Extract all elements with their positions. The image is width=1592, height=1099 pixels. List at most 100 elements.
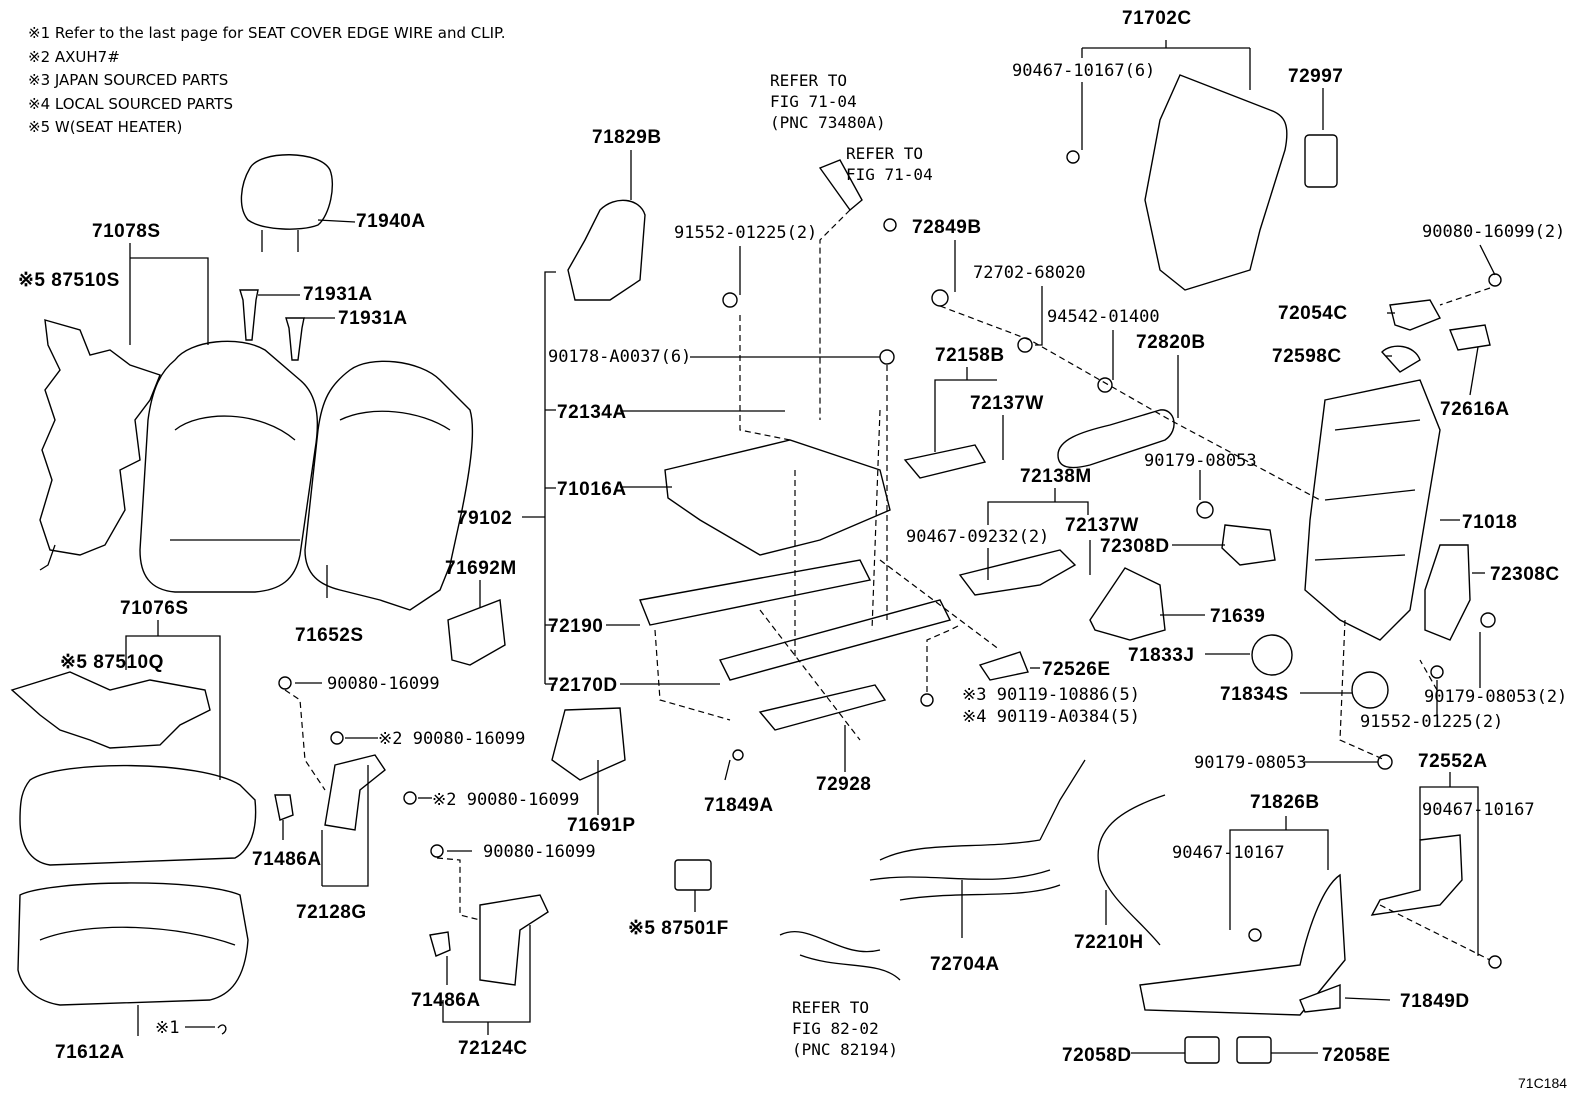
label-72308C[interactable]: 72308C xyxy=(1490,564,1560,585)
label-71931A-1[interactable]: 71931A xyxy=(303,284,373,305)
label-90080-16099-d[interactable]: 90080-16099 xyxy=(483,842,596,862)
bolt-90119 xyxy=(920,693,934,707)
cable-72210H xyxy=(1097,794,1166,946)
label-72170D[interactable]: 72170D xyxy=(548,675,618,696)
label-71931A-2[interactable]: 71931A xyxy=(338,308,408,329)
label-71834S[interactable]: 71834S xyxy=(1220,684,1289,705)
label-72210H[interactable]: 72210H xyxy=(1074,932,1144,953)
label-91552-01225-2b[interactable]: 91552-01225(2) xyxy=(1360,712,1503,732)
label-71826B[interactable]: 71826B xyxy=(1250,792,1320,813)
label-90080-16099-a[interactable]: 90080-16099 xyxy=(327,674,440,694)
label-90467-10167-6[interactable]: 90467-10167(6) xyxy=(1012,61,1155,81)
bolt-90080-c xyxy=(403,791,417,805)
label-71940A[interactable]: 71940A xyxy=(356,211,426,232)
label-71691P[interactable]: 71691P xyxy=(567,815,636,836)
cover-71486A-2 xyxy=(429,931,451,957)
seat-adjuster-frame xyxy=(664,439,891,556)
label-72616A[interactable]: 72616A xyxy=(1440,399,1510,420)
note-3: ※3 JAPAN SOURCED PARTS xyxy=(28,71,229,89)
label-72124C[interactable]: 72124C xyxy=(458,1038,528,1059)
label-72997[interactable]: 72997 xyxy=(1288,66,1343,87)
ref3-line1: REFER TO xyxy=(792,998,869,1017)
bolt-72849B xyxy=(931,289,949,307)
label-72137W-1[interactable]: 72137W xyxy=(970,393,1044,414)
bracket-72158B xyxy=(903,444,987,479)
headrest-guide-1 xyxy=(239,289,259,341)
figure-id: 71C184 xyxy=(1518,1075,1567,1091)
label-71016A[interactable]: 71016A xyxy=(557,479,627,500)
wire-harness-82194 xyxy=(779,930,901,981)
label-72058E[interactable]: 72058E xyxy=(1322,1045,1391,1066)
label-90080-16099-c[interactable]: ※2 90080-16099 xyxy=(432,790,579,810)
label-72137W-2[interactable]: 72137W xyxy=(1065,515,1139,536)
label-71486A-2[interactable]: 71486A xyxy=(411,990,481,1011)
label-94542-01400[interactable]: 94542-01400 xyxy=(1047,307,1160,327)
label-71639[interactable]: 71639 xyxy=(1210,606,1265,627)
label-72702-68020[interactable]: 72702-68020 xyxy=(973,263,1086,283)
label-90179-08053-a[interactable]: 90179-08053 xyxy=(1144,451,1257,471)
nut-90178 xyxy=(879,349,895,365)
recliner-cover-71833J xyxy=(1251,634,1293,676)
label-72849B[interactable]: 72849B xyxy=(912,217,982,238)
label-71612A[interactable]: 71612A xyxy=(55,1042,125,1063)
cover-72124C xyxy=(479,894,549,986)
label-71849D[interactable]: 71849D xyxy=(1400,991,1470,1012)
label-90080-16099-b[interactable]: ※2 90080-16099 xyxy=(378,729,525,749)
label-72190[interactable]: 72190 xyxy=(548,616,603,637)
label-72552A[interactable]: 72552A xyxy=(1418,751,1488,772)
label-90080-16099-2[interactable]: 90080-16099(2) xyxy=(1422,222,1565,242)
label-87501F[interactable]: ※5 87501F xyxy=(628,918,729,939)
label-90179-08053-2[interactable]: 90179-08053(2) xyxy=(1424,687,1567,707)
label-91552-01225-2a[interactable]: 91552-01225(2) xyxy=(674,223,817,243)
bracket-72552A xyxy=(1370,834,1463,916)
bolt-90080-d xyxy=(430,844,444,858)
label-72598C[interactable]: 72598C xyxy=(1272,346,1342,367)
label-72138M[interactable]: 72138M xyxy=(1020,466,1092,487)
label-79102[interactable]: 79102 xyxy=(457,508,512,529)
label-72158B[interactable]: 72158B xyxy=(935,345,1005,366)
label-71702C[interactable]: 71702C xyxy=(1122,8,1192,29)
label-71652S[interactable]: 71652S xyxy=(295,625,364,646)
headrest-guide-2 xyxy=(285,317,305,361)
ref1-line3: (PNC 73480A) xyxy=(770,113,886,132)
bracket-72308D xyxy=(1221,524,1276,566)
label-72134A[interactable]: 72134A xyxy=(557,402,627,423)
label-71018[interactable]: 71018 xyxy=(1462,512,1517,533)
label-87510S[interactable]: ※5 87510S xyxy=(18,270,120,291)
cover-71486A-1 xyxy=(274,794,294,821)
label-90119-A0384[interactable]: ※4 90119-A0384(5) xyxy=(962,707,1140,727)
label-72054C[interactable]: 72054C xyxy=(1278,303,1348,324)
bolt-73480A xyxy=(883,218,897,232)
label-90179-08053-b[interactable]: 90179-08053 xyxy=(1194,753,1307,773)
label-72928[interactable]: 72928 xyxy=(816,774,871,795)
cover-72138M xyxy=(958,549,1077,596)
label-71829B[interactable]: 71829B xyxy=(592,127,662,148)
label-90467-10167-a[interactable]: 90467-10167 xyxy=(1172,843,1285,863)
label-71076S[interactable]: 71076S xyxy=(120,598,189,619)
recliner-72308C xyxy=(1424,544,1471,641)
label-72526E[interactable]: 72526E xyxy=(1042,659,1111,680)
label-72704A[interactable]: 72704A xyxy=(930,954,1000,975)
label-87510Q[interactable]: ※5 87510Q xyxy=(60,652,164,673)
label-71078S[interactable]: 71078S xyxy=(92,221,161,242)
label-90119-10886[interactable]: ※3 90119-10886(5) xyxy=(962,685,1140,705)
label-90467-10167-b[interactable]: 90467-10167 xyxy=(1422,800,1535,820)
label-72308D[interactable]: 72308D xyxy=(1100,536,1170,557)
clip-71849A xyxy=(732,749,744,761)
seat-heater-pad xyxy=(10,671,211,749)
label-90467-09232[interactable]: 90467-09232(2) xyxy=(906,527,1049,547)
seat-cushion-pad xyxy=(17,882,249,1006)
label-71692M[interactable]: 71692M xyxy=(445,558,517,579)
label-71833J[interactable]: 71833J xyxy=(1128,645,1194,666)
label-72058D[interactable]: 72058D xyxy=(1062,1045,1132,1066)
recliner-cover-71834S xyxy=(1351,671,1389,709)
bolt-91552-a xyxy=(722,292,738,308)
cover-72616A xyxy=(1449,324,1491,351)
label-71849A[interactable]: 71849A xyxy=(704,795,774,816)
label-72128G[interactable]: 72128G xyxy=(296,902,367,923)
label-71486A-1[interactable]: 71486A xyxy=(252,849,322,870)
label-90178-A0037[interactable]: 90178-A0037(6) xyxy=(548,347,691,367)
label-72820B[interactable]: 72820B xyxy=(1136,332,1206,353)
